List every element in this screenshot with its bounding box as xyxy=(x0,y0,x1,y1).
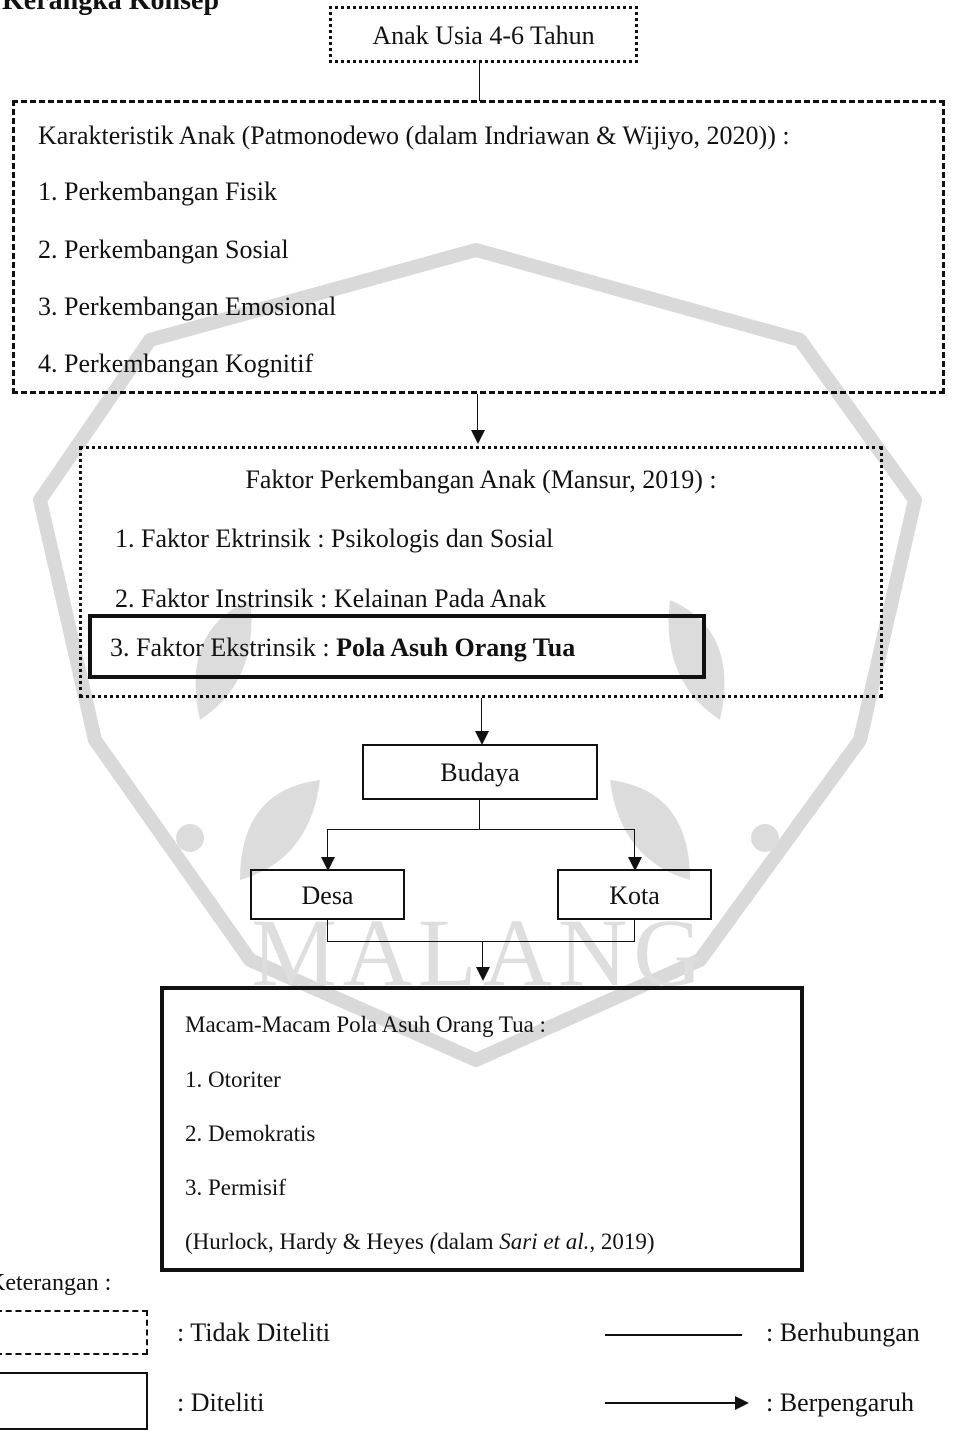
connector-to-kota xyxy=(634,829,635,859)
connector-faktor-budaya xyxy=(481,698,482,732)
arrowhead xyxy=(476,967,490,981)
arrowhead xyxy=(475,731,489,745)
karakteristik-item: 3. Perkembangan Emosional xyxy=(38,292,337,321)
pola-asuh-item: 1. Otoriter xyxy=(185,1067,281,1092)
citation-part: dalam xyxy=(437,1229,500,1254)
arrowhead xyxy=(321,857,335,871)
faktor-box: Faktor Perkembangan Anak (Mansur, 2019) … xyxy=(79,446,883,698)
connector-karakteristik-faktor xyxy=(477,394,478,432)
top-box-label: Anak Usia 4-6 Tahun xyxy=(372,21,595,50)
pola-asuh-item: 3. Permisif xyxy=(185,1175,286,1200)
faktor-highlight-text: 3. Faktor Ekstrinsik : Pola Asuh Orang T… xyxy=(110,633,575,663)
connector-top xyxy=(479,63,480,101)
faktor-item: 1. Faktor Ektrinsik : Psikologis dan Sos… xyxy=(115,524,554,553)
desa-label: Desa xyxy=(301,881,354,910)
faktor-highlight-box: 3. Faktor Ekstrinsik : Pola Asuh Orang T… xyxy=(88,614,706,679)
kota-label: Kota xyxy=(609,881,660,910)
pola-asuh-title: Macam-Macam Pola Asuh Orang Tua : xyxy=(185,1012,546,1037)
karakteristik-item: 4. Perkembangan Kognitif xyxy=(38,349,314,378)
legend-tidak-diteliti: : Tidak Diteliti xyxy=(177,1318,331,1347)
karakteristik-item: 1. Perkembangan Fisik xyxy=(38,177,278,206)
kota-box: Kota xyxy=(557,869,712,920)
faktor-highlight-bold: Pola Asuh Orang Tua xyxy=(336,633,576,662)
karakteristik-box: Karakteristik Anak (Patmonodewo (dalam I… xyxy=(12,100,945,394)
connector-to-desa xyxy=(327,829,328,859)
legend-solid-sample xyxy=(0,1372,148,1430)
citation-part: (Hurlock, Hardy & Heyes xyxy=(185,1229,430,1254)
connector-split-horizontal xyxy=(327,829,635,830)
legend-arrow-sample xyxy=(605,1402,735,1404)
connector-kota-down xyxy=(634,920,635,942)
connector-merge-horizontal xyxy=(327,941,635,942)
legend-berpengaruh: : Berpengaruh xyxy=(766,1388,915,1417)
pola-asuh-citation: (Hurlock, Hardy & Heyes (dalam Sari et a… xyxy=(185,1227,655,1257)
connector-desa-down xyxy=(327,920,328,942)
pola-asuh-box: Macam-Macam Pola Asuh Orang Tua : 1. Oto… xyxy=(160,986,804,1272)
connector-budaya-split xyxy=(479,800,480,830)
legend-title: Keterangan : xyxy=(0,1270,112,1296)
karakteristik-title: Karakteristik Anak (Patmonodewo (dalam I… xyxy=(38,121,790,150)
arrowhead xyxy=(471,430,485,444)
citation-part: 2019) xyxy=(595,1229,655,1254)
pola-asuh-item: 2. Demokratis xyxy=(185,1121,316,1146)
arrowhead xyxy=(628,857,642,871)
arrowhead xyxy=(735,1396,749,1410)
connector-merge-down xyxy=(482,941,483,969)
top-box: Anak Usia 4-6 Tahun xyxy=(329,6,638,63)
legend-dashed-sample xyxy=(0,1310,148,1355)
budaya-label: Budaya xyxy=(440,758,520,787)
faktor-item: 2. Faktor Instrinsik : Kelainan Pada Ana… xyxy=(115,584,547,613)
legend-diteliti: : Diteliti xyxy=(177,1388,265,1417)
karakteristik-item: 2. Perkembangan Sosial xyxy=(38,235,289,264)
citation-part: ( xyxy=(429,1229,438,1254)
faktor-highlight-prefix: 3. Faktor Ekstrinsik : xyxy=(110,633,337,662)
desa-box: Desa xyxy=(250,869,405,920)
legend-berhubungan: : Berhubungan xyxy=(766,1318,920,1347)
section-heading: Kerangka Konsep xyxy=(2,0,220,16)
legend-line-sample xyxy=(605,1334,742,1336)
faktor-title: Faktor Perkembangan Anak (Mansur, 2019) … xyxy=(245,465,717,494)
budaya-box: Budaya xyxy=(362,744,598,800)
citation-part: Sari et al., xyxy=(499,1229,596,1254)
